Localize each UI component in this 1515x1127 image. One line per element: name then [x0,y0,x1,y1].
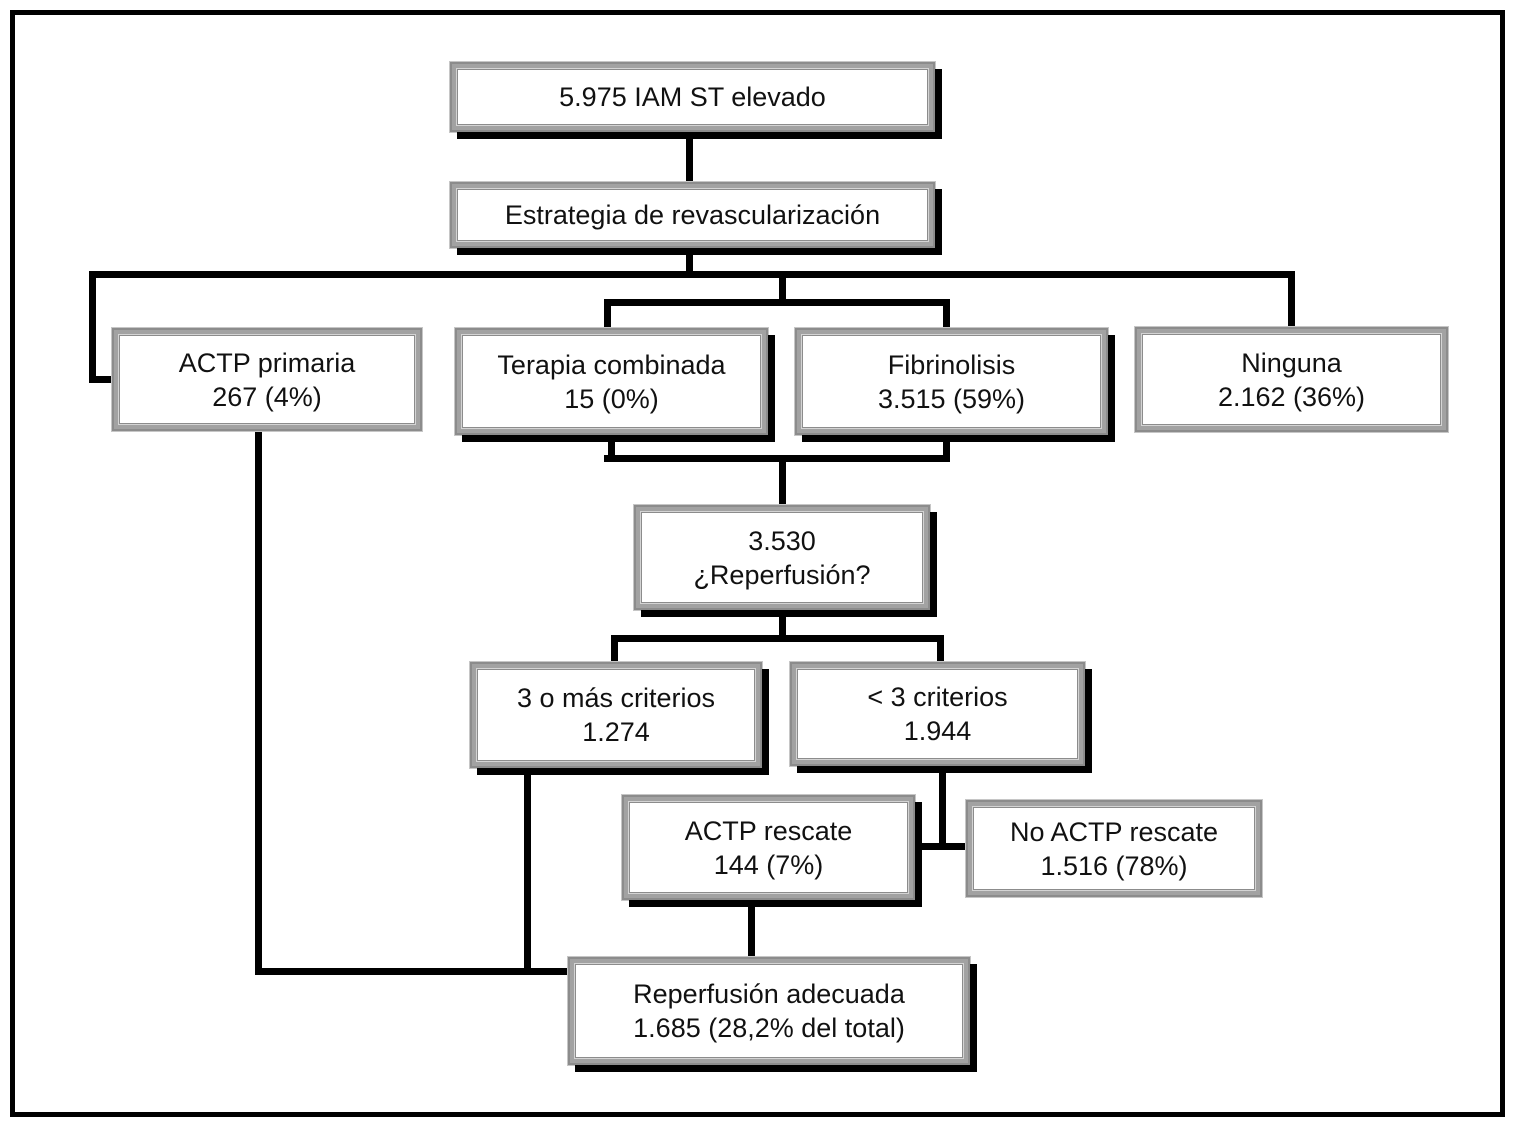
node-value: 3.515 (59%) [877,383,1026,414]
connector-actp-primaria-long-down [255,431,262,975]
connector-into-reperfusion [779,455,786,508]
connector-reperfusion-drop [779,610,786,642]
connector-menos-3-down [939,766,946,850]
node-ninguna: Ninguna 2.162 (36%) [1135,327,1448,432]
node-terapia-combinada: Terapia combinada 15 (0%) [455,328,768,435]
node-actp-rescate: ACTP rescate 144 (7%) [622,795,915,900]
connector-rescate-to-adecuada [748,900,755,960]
node-label: ACTP rescate [684,815,853,846]
connector-into-adecuada-left [255,968,571,975]
node-value: 1.516 (78%) [1040,850,1188,881]
connector-merge-horizontal [604,455,950,462]
node-label: < 3 criterios [867,682,1008,712]
connector-fibrinolisis-down [943,433,950,462]
node-label: Fibrinolisis [887,349,1016,380]
connector-3-o-mas-down [524,768,531,975]
node-actp-primaria: ACTP primaria 267 (4%) [112,328,422,431]
node-value: 1.944 [903,716,972,746]
connector-into-actp-primaria [89,376,119,383]
connector-main-branch-horizontal [89,271,1295,278]
node-value: 15 (0%) [564,383,659,414]
connector-into-3-o-mas [611,635,618,665]
node-label: No ACTP rescate [1009,816,1219,847]
node-iam-st-elevado: 5.975 IAM ST elevado [450,62,935,132]
node-3-o-mas-criterios: 3 o más criterios 1.274 [470,662,762,768]
node-label: Terapia combinada [497,349,726,380]
node-label: 3 o más criterios [516,683,716,713]
node-reperfusion-question: 3.530 ¿Reperfusión? [634,505,930,610]
connector-terapia-down [608,433,615,462]
node-reperfusion-adecuada: Reperfusión adecuada 1.685 (28,2% del to… [568,957,970,1065]
connector-into-menos-3 [937,635,944,665]
node-value: 1.685 (28,2% del total) [633,1013,905,1043]
node-value: 1.274 [582,717,650,747]
node-label: Reperfusión adecuada [633,979,905,1009]
connector-into-terapia [604,299,611,331]
node-value: 267 (4%) [212,381,322,412]
node-fibrinolisis: Fibrinolisis 3.515 (59%) [795,328,1108,435]
connector-left-elbow-vertical [89,271,96,383]
connector-into-ninguna [1288,271,1295,331]
connector-center-to-inner-bracket [779,271,786,306]
node-menos-de-3-criterios: < 3 criterios 1.944 [790,662,1085,766]
connector-criterios-split-horizontal [611,635,944,642]
connector-estrategia-drop [686,248,693,278]
node-no-actp-rescate: No ACTP rescate 1.516 (78%) [966,800,1262,897]
node-estrategia-revascularizacion: Estrategia de revascularización [450,182,935,248]
node-label: 5.975 IAM ST elevado [559,82,826,112]
node-label: Estrategia de revascularización [504,200,881,230]
node-value: 2.162 (36%) [1217,381,1366,412]
connector-rescate-bridge [913,843,968,850]
node-value: ¿Reperfusión? [693,559,871,590]
connector-inner-bracket-horizontal [604,299,950,306]
node-value: 144 (7%) [713,849,824,880]
connector-iam-to-estrategia [686,132,693,184]
node-label: 3.530 [748,525,816,556]
node-label: Ninguna [1241,347,1342,378]
connector-into-fibrinolisis [943,299,950,331]
node-label: ACTP primaria [178,347,356,378]
